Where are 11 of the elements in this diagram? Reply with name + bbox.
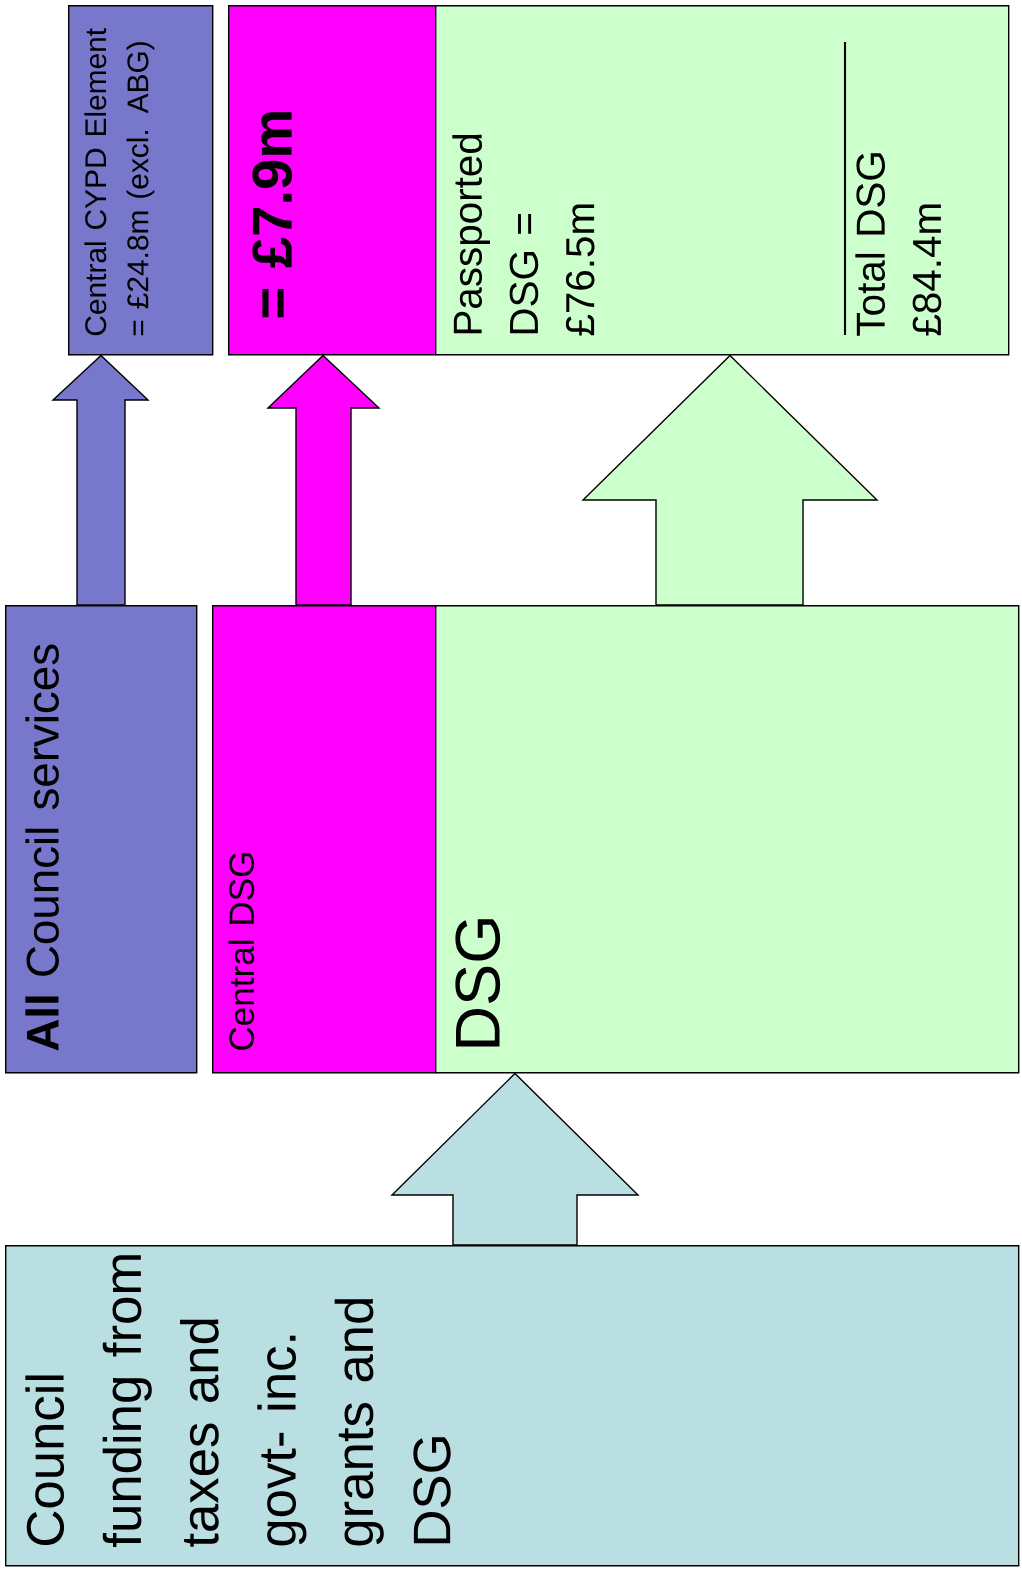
block-arrow [581, 354, 879, 606]
block-arrow [266, 354, 381, 606]
funding-box: Council funding from taxes and govt- inc. grants and DSG [5, 1245, 1020, 1567]
budget-box: Central CYPD Element = £24.8m (excl. ABG) [68, 5, 214, 356]
services-box: All Council services [5, 605, 198, 1074]
block-arrow [390, 1072, 640, 1246]
budget-box: = £7.9m [228, 5, 437, 356]
block-arrow [51, 354, 150, 606]
budget-box: Central DSG [212, 605, 437, 1074]
budget-box: Passported DSG = £76.5m Total DSG £84.4m [435, 5, 1010, 356]
budget-box: DSG [435, 605, 1020, 1074]
